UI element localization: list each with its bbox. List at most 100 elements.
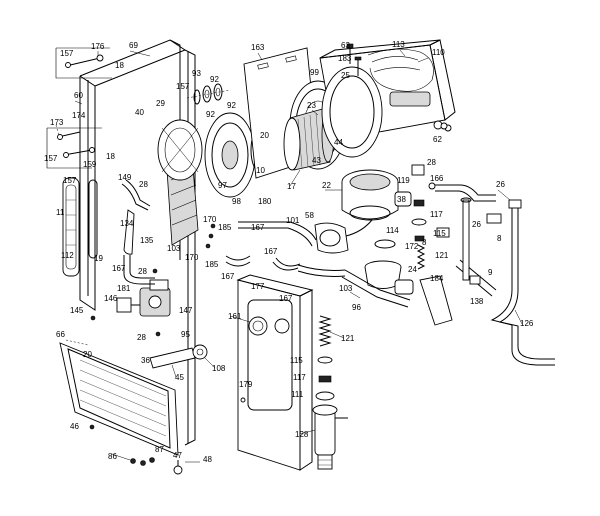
part-label: 172 (405, 242, 419, 251)
part-label: 63 (341, 41, 350, 50)
part-label: 185 (218, 223, 232, 232)
part-label: 157 (176, 82, 190, 91)
part-label: 121 (341, 334, 355, 343)
pipe-101 (341, 269, 411, 308)
part-label: 170 (185, 253, 199, 262)
part-label: 20 (260, 131, 269, 140)
part-label: 93 (192, 69, 201, 78)
part-label: 111 (291, 390, 304, 399)
part-label: 46 (70, 422, 79, 431)
brackets-8 (436, 213, 502, 285)
part-label: 103 (167, 244, 181, 253)
sensor-bracket-top (55, 47, 112, 79)
part-label: 22 (322, 181, 331, 190)
gas-valve-147 (116, 279, 171, 317)
part-label: 9 (488, 268, 493, 277)
part-label: 20 (83, 350, 92, 359)
part-label: 138 (470, 297, 484, 306)
part-label: 145 (70, 306, 84, 315)
part-label: 60 (74, 91, 83, 100)
part-label: 86 (108, 452, 117, 461)
part-label: 157 (63, 176, 77, 185)
side-panel-11 (62, 177, 98, 277)
part-label: 157 (44, 154, 58, 163)
part-label: 69 (129, 41, 138, 50)
part-label: 121 (435, 251, 449, 260)
part-label: 18 (115, 61, 124, 70)
part-label: 17 (287, 182, 296, 191)
part-label: 180 (258, 197, 272, 206)
part-label: 28 (137, 333, 146, 342)
part-label: 47 (173, 451, 182, 460)
pipes-left (121, 179, 155, 285)
part-label: 163 (251, 43, 265, 52)
pipe-184 (419, 259, 497, 326)
part-label: 126 (520, 319, 534, 328)
part-label: 38 (397, 195, 406, 204)
part-label: 149 (118, 173, 132, 182)
sensor-bracket-side (46, 127, 102, 169)
part-label: 181 (117, 284, 131, 293)
part-label: 157 (60, 49, 74, 58)
part-label: 62 (433, 135, 442, 144)
part-label: 177 (251, 282, 265, 291)
leader-lines (74, 49, 523, 461)
part-label: 184 (430, 274, 444, 283)
instrument-panel-161 (236, 274, 314, 471)
part-label: 25 (341, 71, 350, 80)
part-label: 112 (61, 251, 74, 260)
part-label: 87 (155, 445, 164, 454)
part-label: 97 (218, 181, 227, 190)
part-label: 48 (203, 455, 212, 464)
valve-114 (364, 260, 414, 295)
part-label: 23 (307, 101, 316, 110)
part-label: 44 (334, 138, 343, 147)
part-label: 135 (140, 236, 154, 245)
part-label: 115 (290, 356, 303, 365)
part-label: 95 (181, 330, 190, 339)
part-label: 40 (135, 108, 144, 117)
part-label: 58 (305, 211, 314, 220)
part-label: 167 (221, 272, 235, 281)
part-label: 98 (232, 197, 241, 206)
part-label: 28 (427, 158, 436, 167)
part-label: 174 (72, 111, 86, 120)
heat-exchanger-block (157, 119, 203, 246)
condensate-trap (312, 315, 348, 470)
part-label: 167 (264, 247, 278, 256)
part-label: 92 (227, 101, 236, 110)
part-label: 170 (203, 215, 217, 224)
hoses-center (225, 221, 346, 277)
part-label: 19 (94, 254, 103, 263)
part-label: 146 (104, 294, 118, 303)
part-label: 167 (251, 223, 265, 232)
part-label: 28 (139, 180, 148, 189)
part-label: 179 (239, 380, 253, 389)
part-label: 29 (156, 99, 165, 108)
small-fasteners (89, 122, 448, 475)
fitting-stack-right (374, 164, 427, 270)
part-label: 161 (228, 312, 242, 321)
part-label: 119 (397, 176, 410, 185)
part-label: 128 (295, 430, 309, 439)
part-label: 117 (430, 210, 443, 219)
part-label: 173 (50, 118, 64, 127)
part-label: 183 (338, 54, 352, 63)
part-label: 134 (120, 219, 134, 228)
part-label: 159 (83, 160, 97, 169)
part-label: 167 (112, 264, 126, 273)
part-label: 92 (206, 110, 215, 119)
part-label: 99 (310, 68, 319, 77)
part-label: 117 (293, 373, 306, 382)
part-label: 10 (256, 166, 265, 175)
part-label: 110 (432, 48, 445, 57)
part-label: 92 (210, 75, 219, 84)
part-label: 103 (339, 284, 353, 293)
pipe-45 (149, 344, 208, 369)
part-label: 176 (91, 42, 105, 51)
part-label: 101 (286, 216, 300, 225)
vertical-pipe-166 (460, 197, 472, 281)
